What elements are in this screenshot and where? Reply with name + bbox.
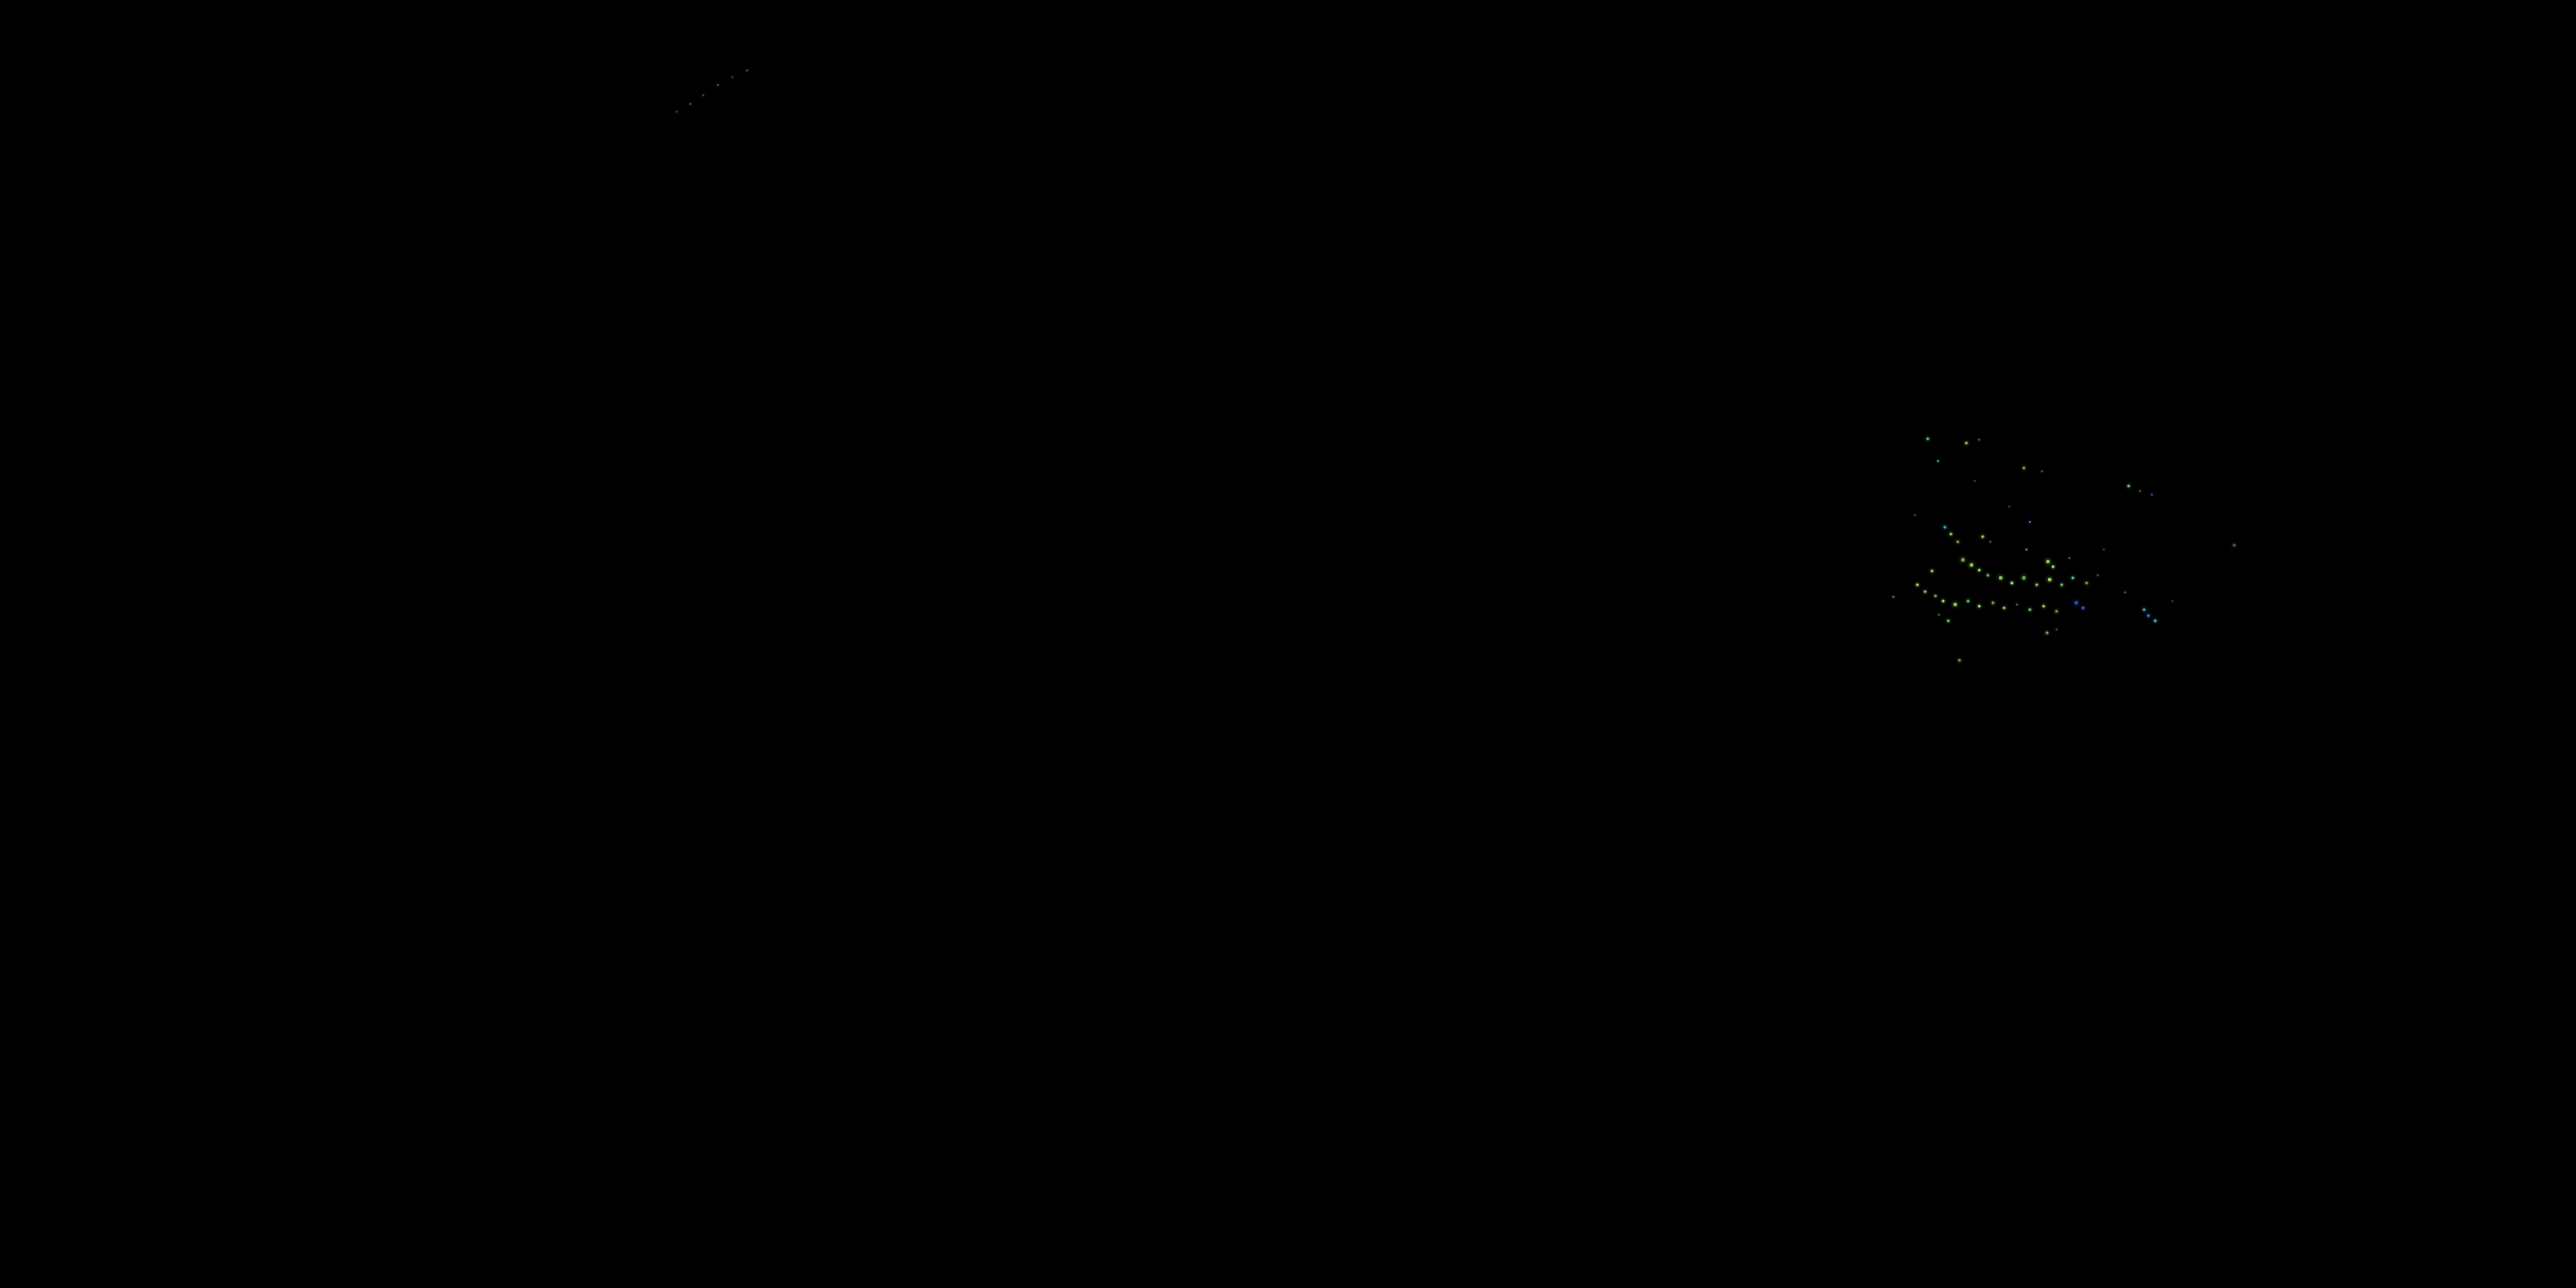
light-dot [1916,583,1919,586]
light-dot [1999,576,2002,580]
light-dot [2142,608,2146,611]
light-dot [2075,601,2078,605]
light-dot [2069,557,2070,559]
light-dot [732,76,733,78]
light-dot [1914,514,1916,516]
light-dot [1937,460,1939,462]
light-dot [676,111,677,112]
light-dot [2026,549,2027,550]
light-dot [2002,606,2006,610]
light-dot [2172,600,2173,602]
light-dot [2127,484,2130,488]
light-dot [1956,540,1959,544]
light-dot [1965,441,1968,445]
light-dot [1970,563,1973,567]
light-dot [2048,578,2051,581]
light-dot [1947,619,1950,623]
light-dot [2056,629,2057,630]
light-dot [1966,599,1970,603]
light-dot [1941,599,1945,603]
light-dot [1949,532,1953,536]
light-dot [2071,576,2075,580]
light-dot [1981,535,1984,538]
light-dot [1978,439,1980,440]
light-dot [1934,594,1937,598]
light-dot [1938,614,1940,616]
light-dot [1923,590,1927,593]
light-dot [2055,610,2058,613]
light-dot [1953,603,1957,606]
light-dot [2035,583,2038,586]
light-dot [1974,480,1976,482]
light-dot [2010,581,2014,585]
light-dot [2022,576,2026,580]
light-dot [717,84,719,86]
light-dot [2045,631,2049,635]
light-dot [1930,569,1934,573]
light-dot [1990,541,1991,543]
light-dot [2151,494,2153,495]
light-dot [2016,604,2018,605]
light-dot [690,103,691,105]
light-dot [1958,659,1961,662]
light-dot [1978,568,1981,572]
light-dot [2097,574,2099,576]
light-dot [1893,596,1894,598]
light-dot [2008,506,2010,507]
light-dot [2154,619,2157,623]
light-dot [2041,471,2043,472]
light-dot [2103,549,2105,550]
light-dot [2139,490,2141,492]
light-dot [2081,606,2085,610]
light-dot [2124,592,2126,593]
light-dot [746,70,748,71]
light-dot [2029,521,2031,523]
light-dot [1943,526,1947,529]
light-dot [702,94,704,96]
light-dot [2042,605,2045,608]
light-dot [2051,565,2055,568]
light-dot [1926,437,1929,440]
light-dot [2022,466,2026,470]
light-dot [1986,574,1990,577]
light-dot [1978,605,1981,608]
light-dot [2046,560,2050,563]
light-dot [2147,614,2150,617]
light-dot [1961,558,1965,562]
light-dot [2085,581,2088,585]
light-dot [2233,544,2236,547]
light-dot [2060,583,2063,586]
light-dot [1991,601,1995,605]
light-dot [2028,608,2032,611]
